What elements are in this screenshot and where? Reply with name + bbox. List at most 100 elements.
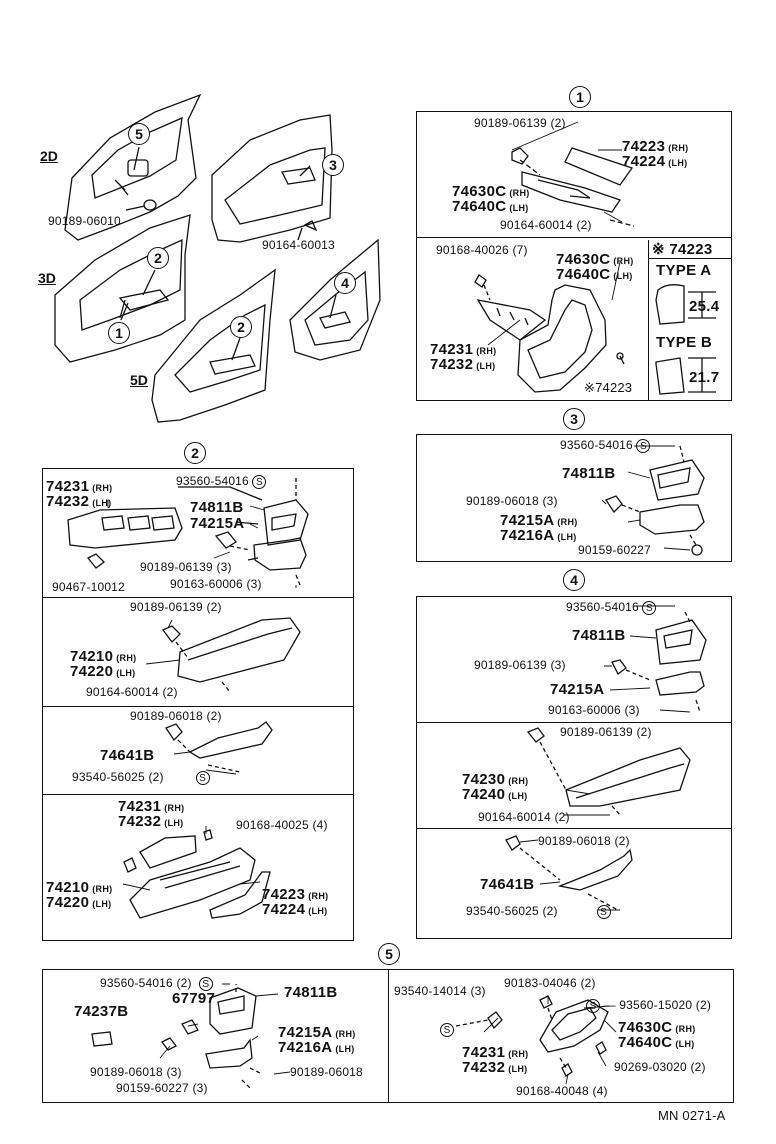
sec5r-handle-rh: 74630C(RH)	[618, 1019, 696, 1036]
sec5-clip: 90189-06018 (3)	[90, 1065, 182, 1079]
sec5-handle	[539, 999, 609, 1053]
sec1-pad-lh: 74224(LH)	[622, 153, 688, 170]
sec1-handle-bottom	[517, 284, 607, 393]
label-3d: 3D	[38, 270, 56, 286]
sec4-bracket	[557, 848, 633, 891]
sec2-bezel	[263, 499, 309, 546]
sec4-base	[655, 671, 705, 696]
part-90189-06010: 90189-06010	[48, 214, 121, 228]
section-1-title: 1	[569, 86, 591, 108]
callout-3: 3	[322, 154, 344, 176]
sec1-pad-rh: 74223(RH)	[622, 138, 689, 155]
sec5-base-rh: 74215A(RH)	[278, 1024, 356, 1041]
sec4-armrest	[565, 747, 691, 807]
sec5-screw: 90159-60227 (3)	[116, 1081, 208, 1095]
sec4-screw: 90163-60006 (3)	[548, 703, 640, 717]
sec4b-arm-lh: 74240(LH)	[462, 786, 528, 803]
sec2d-pad-lh: 74224(LH)	[262, 901, 328, 918]
sec4-clip: 90189-06139 (3)	[474, 658, 566, 672]
sec5-clip2: 90189-06018	[290, 1065, 363, 1079]
sec2-armrest	[177, 617, 301, 683]
diagram-code: MN 0271-A	[658, 1108, 726, 1123]
label-5d: 5D	[130, 372, 148, 388]
sec3-clip: 90189-06018 (3)	[466, 494, 558, 508]
type-b-pad	[655, 357, 685, 395]
sec1-handle-lh: 74640C(LH)	[452, 198, 529, 215]
door-2d-outline	[64, 93, 202, 241]
section-1-frame	[416, 111, 732, 401]
type-b-dim: 21.7	[689, 369, 720, 386]
sec1-cover-lh: 74232(LH)	[430, 356, 496, 373]
sec2-clip: 90189-06139 (3)	[140, 560, 232, 574]
sec4b-screw: 90164-60014 (2)	[478, 810, 570, 824]
section-2-title: 2	[184, 442, 206, 464]
sec1-cover-rh: 74231(RH)	[430, 341, 497, 358]
sec1-screw: 90164-60014 (2)	[500, 218, 592, 232]
sec4-bezel	[655, 619, 707, 665]
label-2d: 2D	[40, 148, 58, 164]
sec2-bezel-label: 74811B	[190, 499, 244, 516]
sec2-bracket	[188, 721, 273, 759]
sec2b-arm-rh: 74210(RH)	[70, 648, 137, 665]
sec2-cover-lh: 74232(LH)	[46, 493, 112, 510]
sec5r-cover-lh: 74232(LH)	[462, 1059, 528, 1076]
sec2-screw-s: 93560-54016 S	[176, 474, 267, 489]
sec5-base	[205, 1038, 253, 1069]
sec1-handle-top	[521, 171, 622, 213]
sec3-bezel	[649, 459, 705, 501]
section-3-title: 3	[563, 408, 585, 430]
sec2-cover	[67, 507, 183, 549]
callout-2: 2	[147, 247, 169, 269]
sec1-pad-note: ※74223	[584, 380, 633, 395]
sec5r-clip-b: 90269-03020 (2)	[614, 1060, 706, 1074]
section-4-frame	[416, 596, 732, 939]
sec4-screw-s: 93560-54016 S	[566, 600, 657, 615]
type-a-dim: 25.4	[689, 298, 720, 315]
sec1-pad-top	[564, 147, 634, 186]
section-1-divider	[416, 237, 732, 238]
sec2d-arm-rh: 74210(RH)	[46, 879, 113, 896]
sec1-handle-b-rh: 74630C(RH)	[556, 251, 634, 268]
sec4c-bracket: 74641B	[480, 876, 535, 893]
sec5r-s-mark: S	[440, 1020, 454, 1038]
type-box	[648, 240, 730, 400]
sec2b-arm-lh: 74220(LH)	[70, 663, 136, 680]
sec2d-clip: 90168-40025 (4)	[236, 818, 328, 832]
sec2-armrest-large	[129, 847, 256, 919]
door-rear-outline	[211, 114, 333, 243]
sec3-base-lh: 74216A(LH)	[500, 527, 577, 544]
callout-4: 4	[334, 272, 356, 294]
sec5r-screw-b: S — 93560-15020 (2)	[586, 998, 711, 1013]
sec5r-handle-lh: 74640C(LH)	[618, 1034, 695, 1051]
sec5-bezel: 74811B	[284, 984, 338, 1001]
sec3-screw: 90159-60227	[578, 543, 651, 557]
sec2b-screw: 90164-60014 (2)	[86, 685, 178, 699]
sec2d-cover-rh: 74231(RH)	[118, 798, 185, 815]
sec5-plug: 74237B	[74, 1003, 129, 1020]
sec2-base-label: 74215A	[190, 515, 245, 532]
sec4c-clip: 90189-06018 (2)	[538, 834, 630, 848]
sec4c-screw: 93540-56025 (2) S	[466, 904, 611, 919]
sec4-base: 74215A	[550, 681, 605, 698]
sec2-pad	[209, 871, 271, 919]
sec2d-pad-rh: 74223(RH)	[262, 886, 329, 903]
sec5-screw-s: 93560-54016 (2) S	[100, 976, 213, 991]
callout-2b: 2	[230, 316, 252, 338]
section-3-frame	[416, 434, 732, 562]
sec2-clip-b: 90467-10012	[52, 580, 125, 594]
sec3-screw-s: 93560-54016 S	[560, 438, 651, 453]
type-a-pad	[655, 284, 685, 325]
sec2b-clip: 90189-06139 (2)	[130, 600, 222, 614]
sec5-cap: 67797	[172, 990, 216, 1007]
sec3-base-rh: 74215A(RH)	[500, 512, 578, 529]
sec1-handle-b-lh: 74640C(LH)	[556, 266, 633, 283]
sec2-cover-rh: 74231(RH)	[46, 478, 113, 495]
callout-1: 1	[108, 322, 130, 344]
sec5r-clip-c: 90168-40048 (4)	[516, 1084, 608, 1098]
sec5r-cover-rh: 74231(RH)	[462, 1044, 529, 1061]
sec2c-clip: 90189-06018 (2)	[130, 709, 222, 723]
sec1-handle-rh: 74630C(RH)	[452, 183, 530, 200]
part-90164-60013: 90164-60013	[262, 238, 335, 252]
sec4b-arm-rh: 74230(RH)	[462, 771, 529, 788]
sec3-base	[639, 504, 705, 535]
